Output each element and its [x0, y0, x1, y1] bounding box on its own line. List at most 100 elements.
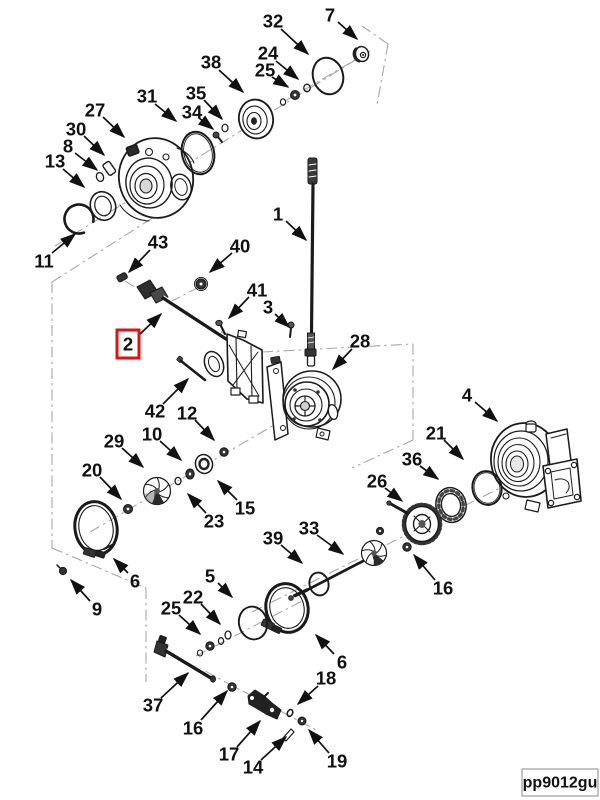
washer-part-35 — [221, 123, 229, 133]
callout-6: 6 — [112, 557, 140, 592]
actuator-rod-part-2 — [136, 279, 228, 341]
callout-33: 33 — [299, 518, 345, 555]
nut-part-19 — [297, 716, 307, 726]
washer-part-24 — [303, 83, 311, 93]
callout-label-16-35: 16 — [433, 578, 454, 599]
callout-label-39-34: 39 — [263, 528, 284, 549]
callout-17: 17 — [219, 719, 262, 765]
oring-part-31 — [180, 130, 216, 176]
callout-label-4-29: 4 — [462, 385, 473, 406]
callout-label-38-4: 38 — [201, 52, 222, 73]
callout-label-41-16: 41 — [247, 280, 268, 301]
screw-part-3 — [287, 321, 295, 338]
turbine-shaft-part-33 — [288, 539, 388, 601]
callout-6: 6 — [314, 633, 347, 673]
oring-part-39 — [308, 571, 330, 597]
callout-label-15-26: 15 — [235, 498, 256, 519]
callout-24: 24 — [258, 43, 300, 80]
oring-part-5 — [237, 605, 269, 641]
callout-label-16-40: 16 — [183, 718, 204, 739]
callout-label-22-37: 22 — [183, 587, 204, 608]
callout-label-17-41: 17 — [219, 744, 240, 765]
callout-35: 35 — [186, 83, 224, 121]
linkage-rod-part-37 — [153, 635, 216, 683]
washer-part-8 — [95, 171, 105, 183]
callout-3: 3 — [263, 297, 291, 329]
watermark-text: pp9012gu — [523, 775, 598, 792]
callout-31: 31 — [137, 86, 178, 122]
callout-12: 12 — [177, 403, 216, 442]
callout-label-23-25: 23 — [204, 511, 225, 532]
callout-7: 7 — [325, 5, 359, 41]
callout-26: 26 — [367, 471, 404, 502]
callout-label-12-21: 12 — [177, 403, 198, 424]
callout-label-6-45: 6 — [337, 652, 347, 673]
vband-clamp-part-6-upper — [73, 500, 119, 559]
callout-39: 39 — [263, 528, 304, 564]
callout-label-31-7: 31 — [137, 86, 158, 107]
actuator-bracket-part — [203, 329, 264, 404]
callout-label-40-15: 40 — [230, 236, 251, 257]
callout-16: 16 — [413, 553, 454, 599]
callout-19: 19 — [307, 728, 347, 772]
callout-label-25-38: 25 — [161, 598, 182, 619]
callout-label-9-28: 9 — [92, 599, 102, 620]
callout-27: 27 — [85, 100, 126, 139]
callout-9: 9 — [69, 578, 102, 620]
callout-label-5-36: 5 — [205, 566, 215, 587]
callout-label-25-3: 25 — [255, 60, 276, 81]
callout-16: 16 — [183, 689, 229, 739]
callout-label-29-23: 29 — [104, 431, 125, 452]
turbine-housing-part-4 — [490, 420, 582, 513]
callout-5: 5 — [205, 566, 234, 599]
key-part-30 — [102, 160, 117, 176]
callout-21: 21 — [426, 423, 465, 461]
callout-label-20-24: 20 — [82, 460, 103, 481]
callout-label-24-2: 24 — [258, 43, 279, 64]
callout-label-3-17: 3 — [263, 297, 273, 318]
callout-label-11-12: 11 — [34, 251, 54, 272]
callout-label-42-20: 42 — [145, 401, 166, 422]
spacer-part-10 — [185, 468, 195, 480]
nut-part-40 — [194, 277, 208, 291]
callout-20: 20 — [82, 460, 123, 501]
seal-plate-part-38 — [237, 98, 275, 140]
washer-part-24-inner — [279, 98, 287, 106]
callout-label-28-19: 28 — [350, 331, 371, 352]
callout-label-2-18: 2 — [123, 334, 133, 355]
oring-part-32 — [311, 56, 345, 96]
callout-14: 14 — [243, 735, 288, 778]
callout-34: 34 — [182, 102, 215, 130]
callout-23: 23 — [186, 492, 225, 532]
callout-label-8-10: 8 — [63, 136, 73, 157]
callout-13: 13 — [45, 151, 86, 188]
pin-part-42 — [176, 355, 208, 382]
callout-label-37-39: 37 — [143, 695, 164, 716]
callout-label-10-22: 10 — [142, 424, 163, 445]
callout-42: 42 — [145, 377, 190, 422]
clip-part-18 — [286, 708, 294, 718]
oring-part-21 — [471, 470, 503, 506]
bearing-part-15 — [194, 453, 214, 475]
callout-32: 32 — [263, 11, 310, 56]
callout-4: 4 — [462, 385, 499, 423]
callout-40: 40 — [208, 236, 251, 274]
cap-nut-part-7 — [352, 45, 370, 63]
callout-label-34-6: 34 — [182, 102, 203, 123]
clip-part-43 — [116, 272, 128, 283]
callout-38: 38 — [201, 52, 245, 94]
callout-label-6-27: 6 — [130, 571, 140, 592]
nut-small-right — [375, 526, 385, 536]
nut-part-20 — [123, 504, 133, 514]
nut-part-16-right — [402, 542, 412, 552]
callout-label-14-42: 14 — [243, 757, 264, 778]
oring-part-13 — [89, 190, 117, 222]
nut-part-25-top — [290, 90, 300, 100]
callout-18: 18 — [296, 668, 336, 706]
callout-label-43-14: 43 — [148, 232, 169, 253]
callout-label-36-31: 36 — [402, 449, 423, 470]
callout-label-32-1: 32 — [263, 11, 284, 32]
nozzle-ring-part-26 — [386, 500, 443, 546]
